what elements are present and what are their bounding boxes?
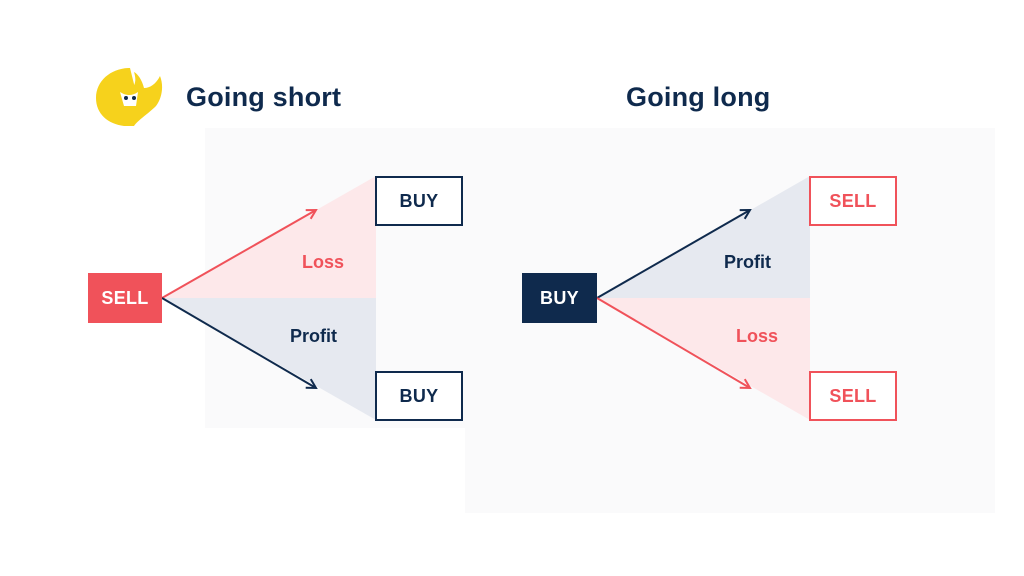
long-loss-arrow (596, 297, 750, 388)
bull-head-icon (90, 62, 170, 134)
short-loss-label: Loss (302, 252, 345, 272)
short-buy-bottom-box: BUY (375, 371, 463, 421)
going-long-title: Going long (626, 82, 771, 112)
short-profit-arrow (161, 297, 316, 388)
short-loss-arrow (161, 210, 316, 299)
going-short-title: Going short (186, 82, 342, 112)
long-profit-arrow (596, 210, 750, 299)
long-buy-box: BUY (522, 273, 597, 323)
short-buy-top-box: BUY (375, 176, 463, 226)
short-profit-label: Profit (290, 326, 337, 346)
long-profit-label: Profit (724, 252, 771, 272)
short-sell-box: SELL (88, 273, 162, 323)
long-sell-bottom-box: SELL (809, 371, 897, 421)
long-sell-top-box: SELL (809, 176, 897, 226)
long-loss-label: Loss (736, 326, 779, 346)
